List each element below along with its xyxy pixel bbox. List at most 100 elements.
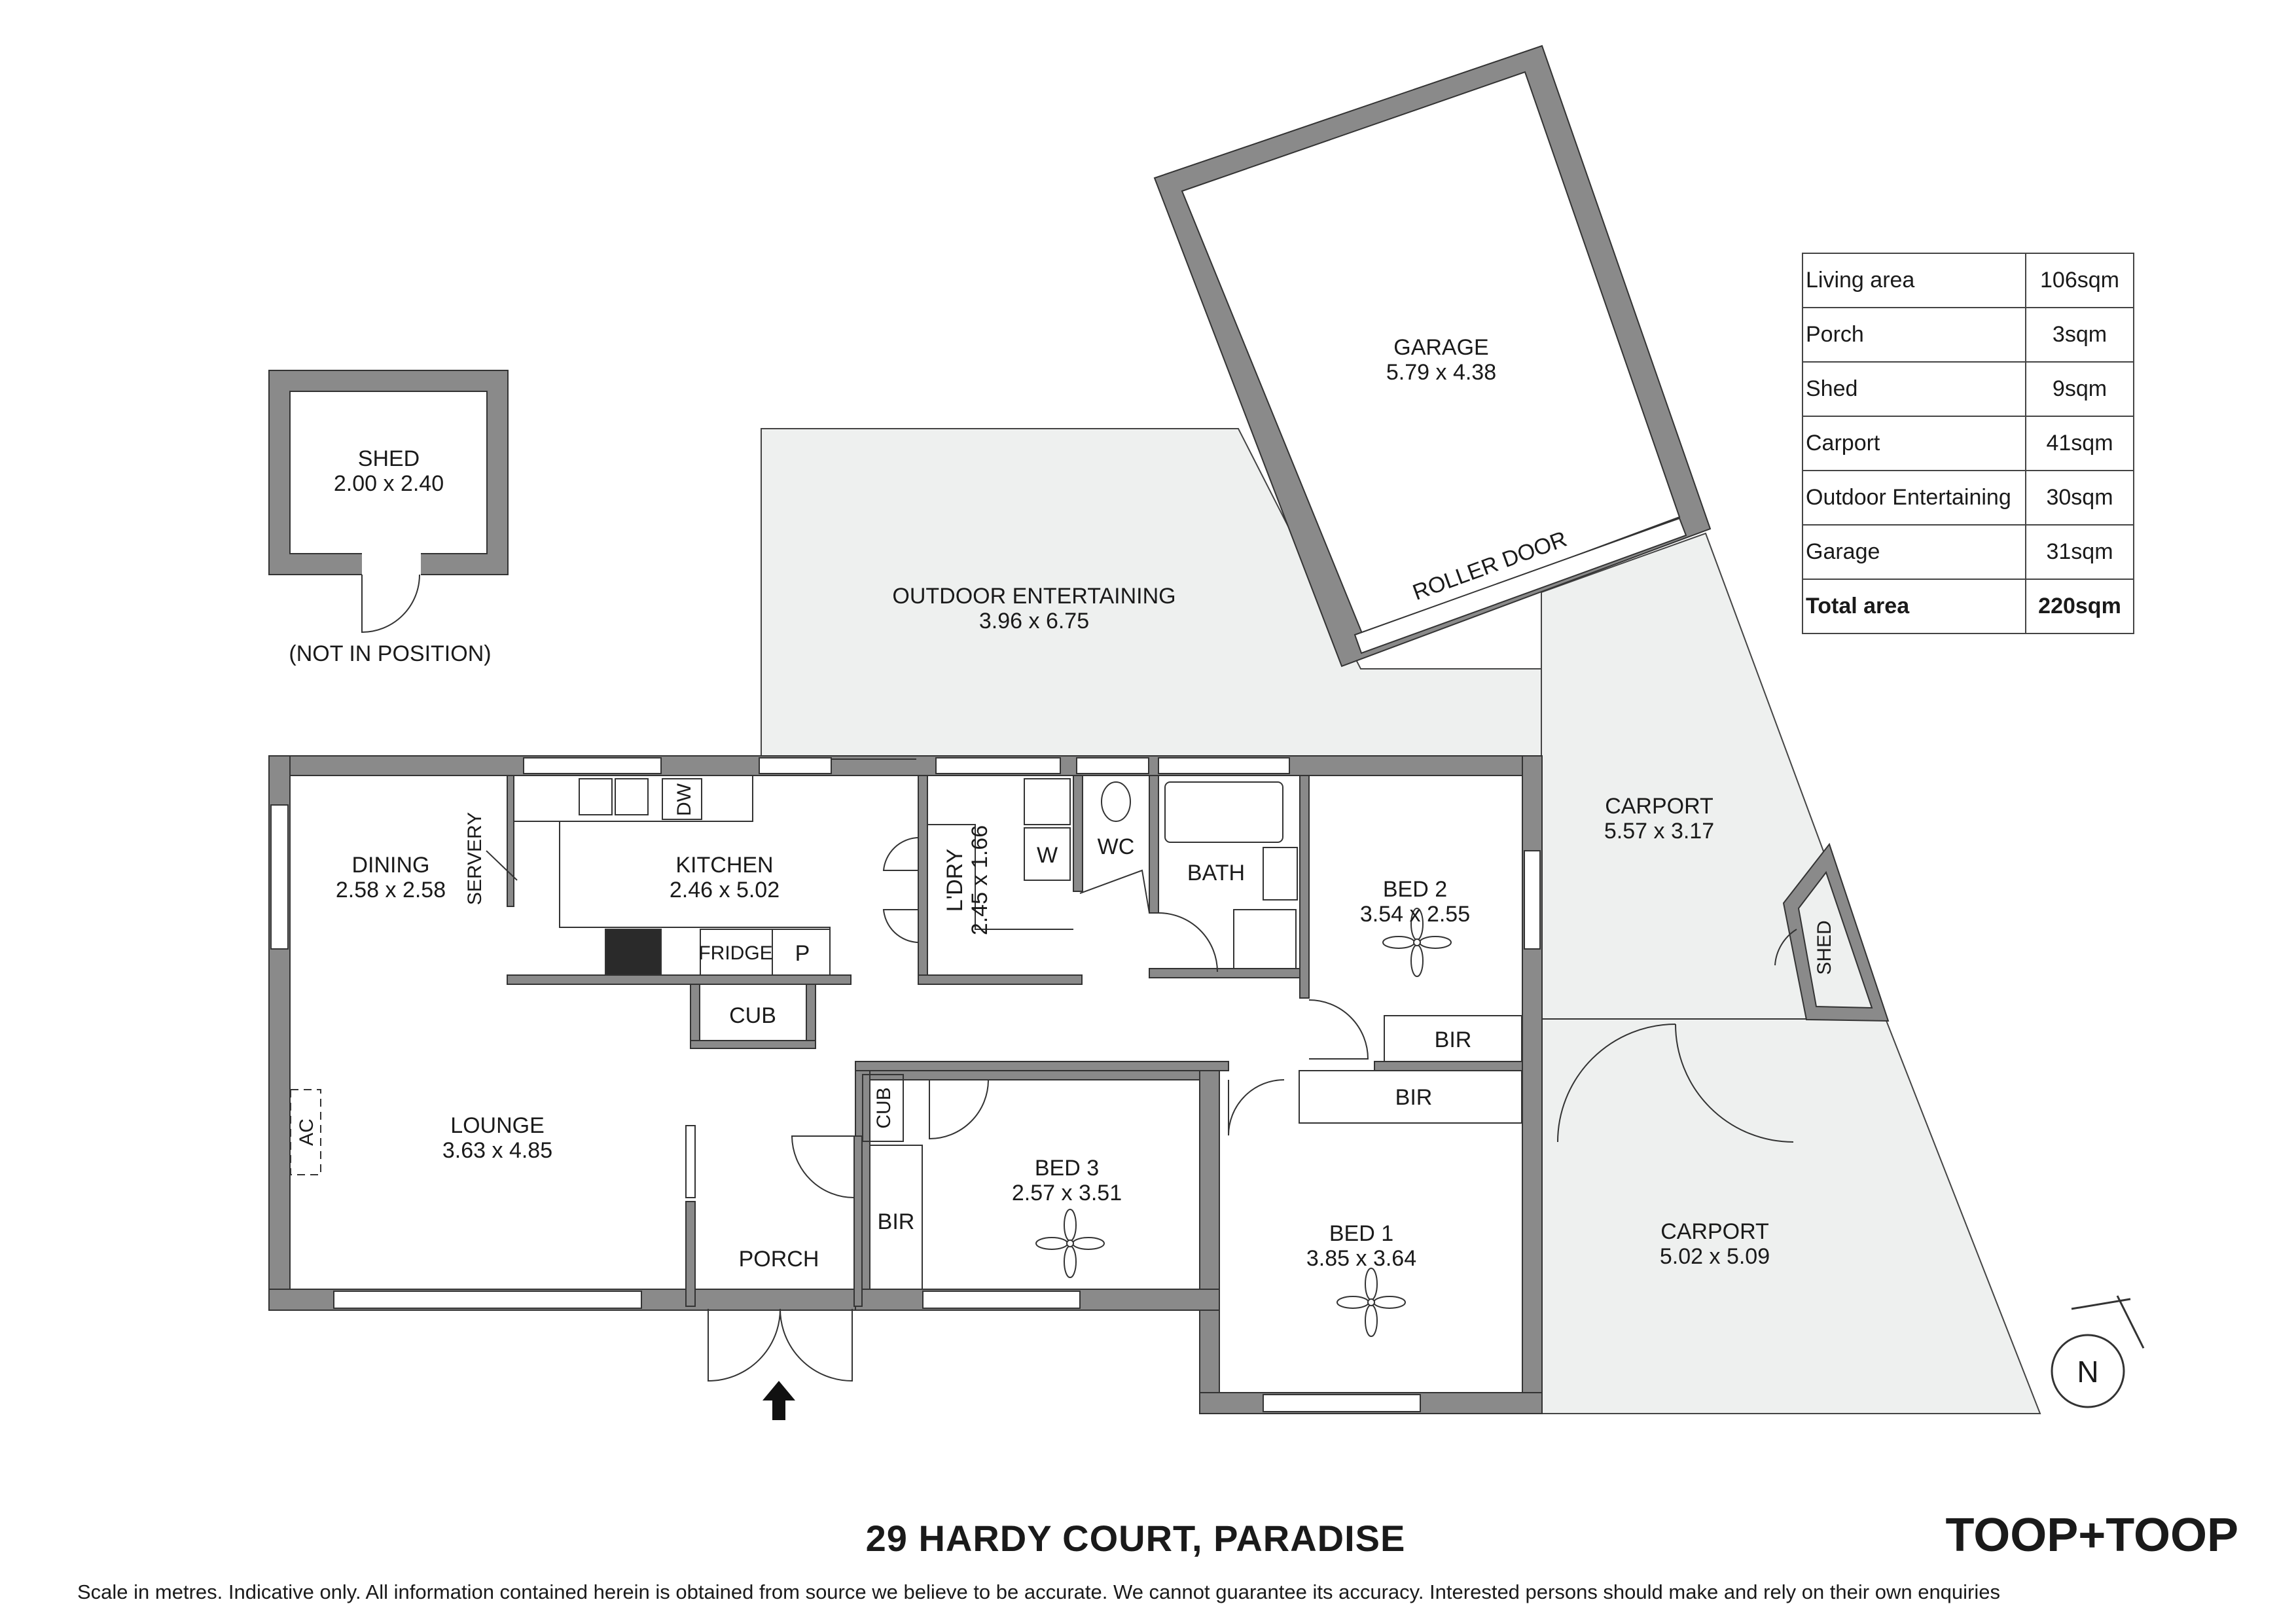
north-arrow-icon: N	[2051, 1295, 2145, 1408]
bir-bed2-label: BIR	[1435, 1027, 1472, 1052]
area-label: Shed	[1802, 361, 2026, 417]
bed2-name: BED 2	[1383, 877, 1447, 902]
area-label: Total area	[1802, 579, 2026, 634]
carport1-name: CARPORT	[1605, 794, 1713, 819]
wall-bed3-top	[855, 1070, 1210, 1080]
lounge-name: LOUNGE	[450, 1113, 545, 1138]
cub-hall-label: CUB	[873, 1087, 895, 1128]
window-wc	[1076, 757, 1149, 774]
window-bed1	[1263, 1394, 1421, 1412]
garage-walls	[1153, 45, 1712, 668]
area-label: Porch	[1802, 307, 2026, 363]
area-value: 30sqm	[2025, 470, 2134, 526]
outdoor-dims: 3.96 x 6.75	[979, 609, 1089, 633]
cooktop	[605, 929, 662, 976]
kitchen-bench-top	[514, 776, 753, 822]
shed-building	[268, 370, 509, 633]
window-kitchen	[523, 757, 662, 774]
wall-cub-left	[690, 984, 700, 1048]
carport-shed	[1782, 842, 1890, 1022]
door-front-right	[780, 1308, 853, 1382]
wall-bed2-bottom	[1374, 1061, 1543, 1071]
fan-bed1	[1336, 1268, 1406, 1337]
window-bath	[1158, 757, 1290, 774]
bir-bed3-box	[869, 1145, 923, 1290]
area-value: 9sqm	[2025, 361, 2134, 417]
garage-name: GARAGE	[1393, 335, 1488, 360]
pantry-label: P	[795, 941, 810, 966]
wall-bath-bottom	[1149, 968, 1300, 978]
door-bed3	[929, 1079, 989, 1140]
bed2-dims: 3.54 x 2.55	[1360, 902, 1470, 927]
washer-label: W	[1037, 843, 1058, 868]
sink-right	[615, 778, 649, 815]
wall-bed2-left	[1299, 775, 1310, 999]
door-wc	[1079, 869, 1150, 914]
outdoor-areas	[761, 428, 2041, 1414]
door-laundry-right	[882, 909, 919, 943]
shed-door	[361, 574, 420, 633]
laundry-dims: 2.45 x 1.66	[967, 825, 992, 935]
room-labels: SHED 2.00 x 2.40 (NOT IN POSITION) GARAG…	[289, 335, 1835, 1272]
disclaimer: Scale in metres. Indicative only. All in…	[77, 1580, 2001, 1603]
window-kitchen-door	[759, 757, 832, 774]
laundry-name: L'DRY	[942, 849, 967, 912]
cub-kitchen-label: CUB	[729, 1003, 776, 1028]
door-front-left	[708, 1308, 781, 1382]
kitchen-name: KITCHEN	[675, 853, 773, 878]
pantry-box	[772, 929, 831, 976]
carport2-dims: 5.02 x 5.09	[1660, 1244, 1770, 1269]
ceiling-fans	[1035, 908, 1452, 1337]
wall-laundry-left	[918, 775, 928, 983]
door-porch-bir	[791, 1135, 855, 1198]
area-value: 41sqm	[2025, 416, 2134, 471]
laundry-bench	[927, 824, 1073, 930]
area-value: 31sqm	[2025, 524, 2134, 580]
wall-kitchen-bottom	[507, 974, 852, 985]
doors	[486, 837, 1797, 1382]
area-label: Living area	[1802, 253, 2026, 308]
bath-label: BATH	[1187, 861, 1245, 885]
shed-dims: 2.00 x 2.40	[334, 471, 444, 496]
door-servery	[486, 850, 518, 881]
windows	[270, 757, 1541, 1412]
bed1-dims: 3.85 x 3.64	[1306, 1246, 1416, 1271]
shower	[1233, 909, 1297, 969]
area-value: 106sqm	[2025, 253, 2134, 308]
fan-bed3	[1035, 1209, 1105, 1278]
ac-unit	[290, 1089, 321, 1175]
area-value: 220sqm	[2025, 579, 2134, 634]
window-bed3	[922, 1291, 1081, 1309]
bed3-dims: 2.57 x 3.51	[1012, 1181, 1122, 1205]
wall-laundry-bottom	[918, 974, 1083, 985]
fridge-label: FRIDGE	[698, 942, 772, 964]
carport2-name: CARPORT	[1660, 1219, 1769, 1244]
door-bed1	[1228, 1079, 1285, 1136]
door-carport-right	[1675, 1024, 1794, 1143]
wall-laundry-right	[1073, 775, 1083, 892]
bir-bed1-box	[1299, 1070, 1522, 1124]
toilet	[1101, 781, 1131, 822]
window-porch-side	[685, 1125, 696, 1198]
area-value: 3sqm	[2025, 307, 2134, 363]
house-walls	[268, 755, 1543, 1414]
door-laundry-left	[882, 837, 919, 871]
window-lounge	[333, 1291, 642, 1309]
door-carport-left	[1557, 1024, 1676, 1143]
garage-building	[1153, 45, 1712, 668]
dishwasher-label: DW	[673, 783, 695, 816]
kitchen-dims: 2.46 x 5.02	[670, 878, 780, 902]
window-bed2	[1524, 850, 1541, 950]
door-carport-shed	[1774, 929, 1797, 966]
bir-bed1-label: BIR	[1395, 1085, 1433, 1110]
carport-shed-label: SHED	[1814, 920, 1835, 974]
dishwasher-box	[662, 778, 702, 820]
carport1-dims: 5.57 x 3.17	[1604, 819, 1714, 844]
shed-name: SHED	[358, 446, 420, 471]
